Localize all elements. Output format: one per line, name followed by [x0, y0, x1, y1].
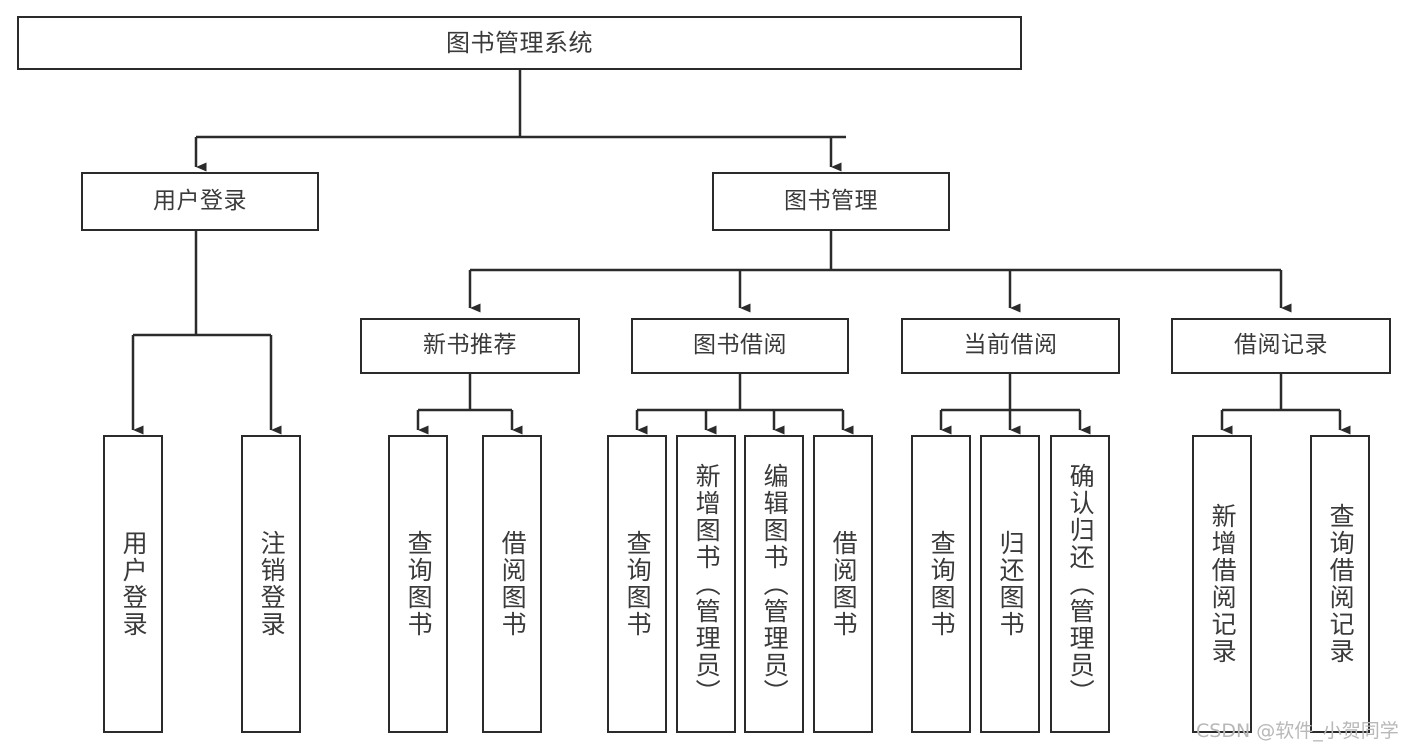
node-label: 用户登录 — [153, 187, 247, 214]
node-book-management[interactable]: 图书管理 — [712, 172, 950, 231]
leaf-add-borrow-record[interactable]: 新增借阅记录 — [1192, 435, 1252, 733]
leaf-borrow-books-newbook[interactable]: 借阅图书 — [482, 435, 542, 733]
node-label: 归还图书 — [996, 530, 1026, 638]
leaf-confirm-return-admin[interactable]: 确认归还（管理员） — [1050, 435, 1110, 733]
leaf-user-login[interactable]: 用户登录 — [103, 435, 163, 733]
leaf-search-books-borrow[interactable]: 查询图书 — [607, 435, 667, 733]
leaf-borrow-books-borrow[interactable]: 借阅图书 — [813, 435, 873, 733]
node-root-book-management-system[interactable]: 图书管理系统 — [17, 16, 1022, 70]
node-current-borrowing[interactable]: 当前借阅 — [901, 318, 1120, 374]
node-label: 用户登录 — [119, 530, 149, 638]
node-label: 借阅图书 — [498, 530, 528, 638]
node-label: 查询图书 — [623, 530, 653, 638]
node-label: 图书借阅 — [693, 332, 787, 359]
leaf-search-books-newbook[interactable]: 查询图书 — [388, 435, 448, 733]
node-label: 当前借阅 — [963, 332, 1058, 359]
node-label: 注销登录 — [257, 530, 287, 638]
node-label: 查询图书 — [404, 530, 434, 638]
node-label: 借阅记录 — [1234, 332, 1328, 359]
leaf-search-borrow-record[interactable]: 查询借阅记录 — [1310, 435, 1370, 733]
node-label: 借阅图书 — [829, 530, 859, 638]
node-label: 新增借阅记录 — [1208, 503, 1238, 665]
node-label: 新书推荐 — [423, 332, 517, 359]
node-label: 查询借阅记录 — [1326, 503, 1356, 665]
node-label: 确认归还（管理员） — [1066, 462, 1096, 706]
node-user-login[interactable]: 用户登录 — [81, 172, 319, 231]
leaf-return-books[interactable]: 归还图书 — [980, 435, 1040, 733]
leaf-add-book-admin[interactable]: 新增图书（管理员） — [676, 435, 736, 733]
node-book-borrowing[interactable]: 图书借阅 — [631, 318, 849, 374]
node-borrow-records[interactable]: 借阅记录 — [1171, 318, 1391, 374]
node-label: 编辑图书（管理员） — [760, 462, 790, 706]
node-label: 图书管理系统 — [446, 28, 593, 57]
leaf-edit-book-admin[interactable]: 编辑图书（管理员） — [744, 435, 804, 733]
leaf-logout[interactable]: 注销登录 — [241, 435, 301, 733]
node-new-book-recommendation[interactable]: 新书推荐 — [360, 318, 580, 374]
leaf-search-books-current[interactable]: 查询图书 — [911, 435, 971, 733]
node-label: 查询图书 — [927, 530, 957, 638]
node-label: 图书管理 — [784, 187, 878, 214]
csdn-watermark: CSDN @软件_小贺同学 — [1196, 720, 1399, 742]
node-label: 新增图书（管理员） — [692, 462, 722, 706]
